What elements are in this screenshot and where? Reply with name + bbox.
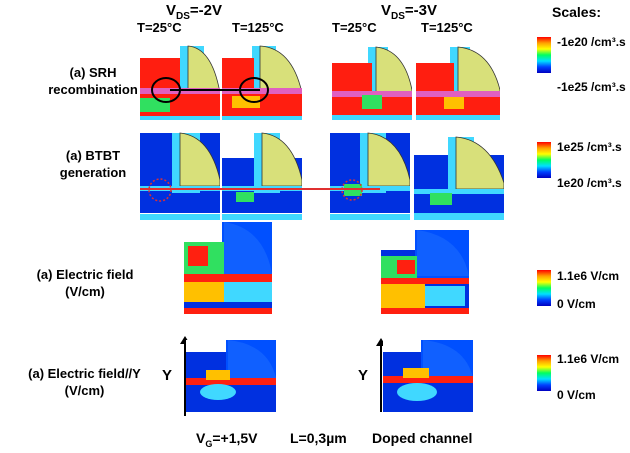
efield-panel-left: [184, 222, 272, 314]
btbt-panel-vds3-t25: [330, 128, 410, 220]
scale-efield-bottom: 0 V/cm: [557, 297, 596, 311]
srh-panel-vds2-t125: [222, 38, 302, 120]
footer-length: L=0,3µm: [290, 430, 347, 446]
y-axis-label-right: Y: [358, 367, 369, 384]
temp-label-3: T=25°C: [332, 20, 377, 35]
srh-panel-vds2-t25: [140, 38, 220, 120]
efield-y-panel-right: [383, 340, 473, 412]
scale-efield-y-top: 1.1e6 V/cm: [557, 352, 620, 366]
temp-label-2: T=125°C: [232, 20, 284, 35]
scale-bar-efield: [537, 270, 551, 306]
scale-efield-top: 1.1e6 V/cm: [557, 269, 620, 283]
btbt-panel-vds2-t125: [222, 128, 302, 220]
efield-panel-right: [381, 230, 469, 314]
btbt-panel-vds3-t125: [414, 135, 504, 220]
srh-connector-line: [170, 89, 260, 91]
row-label-efield: (a) Electric field(V/cm): [36, 267, 134, 299]
scale-srh-top: -1e20 /cm³.s: [557, 35, 626, 49]
scale-bar-srh: [537, 37, 551, 73]
srh-panel-vds3-t125: [416, 45, 500, 120]
scale-btbt-bottom: 1e20 /cm³.s: [557, 176, 622, 190]
scale-bar-efield-y: [537, 355, 551, 391]
scale-efield-y-bottom: 0 V/cm: [557, 388, 596, 402]
y-axis-label-left: Y: [162, 367, 173, 384]
btbt-panel-vds2-t25: [140, 128, 220, 220]
vds-left-label: VDS=-2V: [166, 2, 223, 22]
footer-channel: Doped channel: [372, 430, 473, 446]
efield-y-panel-left: [186, 340, 276, 412]
scales-title: Scales:: [552, 4, 602, 20]
temp-label-4: T=125°C: [421, 20, 473, 35]
srh-panel-vds3-t25: [332, 45, 412, 120]
vds-right-label: VDS=-3V: [381, 2, 438, 22]
row-label-efield-y: (a) Electric field//Y(V/cm): [28, 366, 141, 398]
scale-bar-btbt: [537, 142, 551, 178]
temp-label-1: T=25°C: [137, 20, 182, 35]
scale-srh-bottom: -1e25 /cm³.s: [557, 80, 626, 94]
btbt-connector-line: [140, 188, 380, 190]
scale-btbt-top: 1e25 /cm³.s: [557, 140, 622, 154]
footer-vg: VG=+1,5V: [196, 430, 258, 449]
